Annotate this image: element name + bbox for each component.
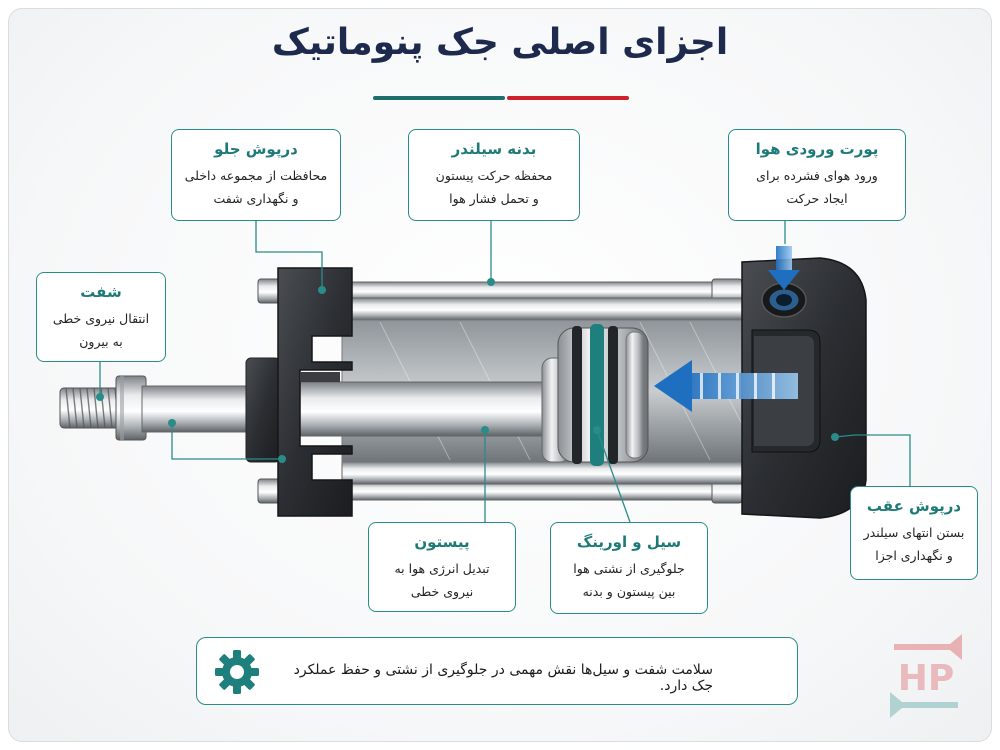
- callout-desc: محافظت از مجموعه داخلی و نگهداری شفت: [172, 164, 340, 210]
- gear-icon: [215, 650, 259, 694]
- cylinder-body-bottom: [341, 461, 751, 485]
- callout-desc-line: محفظه حرکت پیستون: [435, 168, 553, 183]
- callout-cylinder-body: بدنه سیلندر محفظه حرکت پیستون و تحمل فشا…: [408, 129, 580, 221]
- cylinder-body-top: [341, 297, 751, 321]
- callout-desc: محفظه حرکت پیستون و تحمل فشار هوا: [409, 164, 579, 210]
- callout-desc-line: ورود هوای فشرده برای: [756, 168, 878, 183]
- callout-title: بدنه سیلندر: [451, 140, 537, 158]
- callout-seal-oring: سیل و اورینگ جلوگیری از نشتی هوا بین پیس…: [550, 522, 708, 614]
- svg-text:HP: HP: [898, 658, 955, 699]
- air-flow-arrow-icon: [654, 360, 798, 412]
- callout-desc-line: انتقال نیروی خطی: [52, 311, 150, 326]
- callout-front-cover: درپوش جلو محافظت از مجموعه داخلی و نگهدا…: [171, 129, 341, 221]
- callout-desc: بستن انتهای سیلندر و نگهداری اجزا: [851, 521, 977, 567]
- page-title: اجزای اصلی جک پنوماتیک: [271, 22, 729, 63]
- seal-ring-1: [572, 326, 582, 464]
- callout-air-port: پورت ورودی هوا ورود هوای فشرده برای ایجا…: [728, 129, 906, 221]
- hp-logo: HP: [890, 634, 962, 718]
- front-cover: [277, 267, 353, 517]
- callout-desc-line: و نگهداری شفت: [213, 191, 299, 206]
- callout-shaft: شفت انتقال نیروی خطی به بیرون: [36, 272, 166, 362]
- callout-desc-line: تبدیل انرژی هوا به: [394, 561, 490, 576]
- callout-desc-line: ایجاد حرکت: [786, 191, 848, 206]
- leader-lines: [99, 221, 911, 523]
- air-port: [761, 282, 807, 318]
- callout-rear-cover: درپوش عقب بستن انتهای سیلندر و نگهداری ا…: [850, 486, 978, 580]
- footer-note: سلامت شفت و سیل‌ها نقش مهمی در جلوگیری ا…: [196, 637, 798, 705]
- callout-desc: انتقال نیروی خطی به بیرون: [37, 307, 165, 353]
- title-underline-teal: [373, 96, 505, 100]
- callout-title: شفت: [80, 283, 122, 301]
- callout-piston: پیستون تبدیل انرژی هوا به نیروی خطی: [368, 522, 516, 612]
- callout-title: پیستون: [414, 533, 470, 551]
- inlet-arrow-icon: [768, 246, 800, 290]
- callout-desc-line: نیروی خطی: [410, 584, 474, 599]
- callout-desc: جلوگیری از نشتی هوا بین پیستون و بدنه: [551, 557, 707, 603]
- callout-title: درپوش جلو: [214, 140, 298, 158]
- footer-text: سلامت شفت و سیل‌ها نقش مهمی در جلوگیری ا…: [293, 662, 713, 694]
- callout-desc: ورود هوای فشرده برای ایجاد حرکت: [729, 164, 905, 210]
- callout-desc-line: محافظت از مجموعه داخلی: [184, 168, 328, 183]
- callout-title: سیل و اورینگ: [576, 533, 682, 551]
- piston: [541, 324, 649, 466]
- piston-rod: [295, 381, 557, 437]
- callout-desc-line: و نگهداری اجزا: [875, 548, 953, 563]
- callout-desc-line: و تحمل فشار هوا: [449, 191, 539, 206]
- leader-dots: [96, 278, 839, 463]
- title-underline-red: [507, 96, 629, 100]
- callout-desc-line: بین پیستون و بدنه: [582, 584, 676, 599]
- callout-desc-line: جلوگیری از نشتی هوا: [573, 561, 685, 576]
- shaft-thread: [59, 375, 147, 441]
- callout-title: درپوش عقب: [866, 497, 962, 515]
- callout-desc-line: به بیرون: [79, 334, 123, 349]
- callout-title: پورت ورودی هوا: [755, 140, 879, 158]
- callout-desc-line: بستن انتهای سیلندر: [863, 525, 965, 540]
- callout-desc: تبدیل انرژی هوا به نیروی خطی: [369, 557, 515, 603]
- shaft-rod: [141, 385, 263, 433]
- seal-ring-2: [608, 326, 618, 464]
